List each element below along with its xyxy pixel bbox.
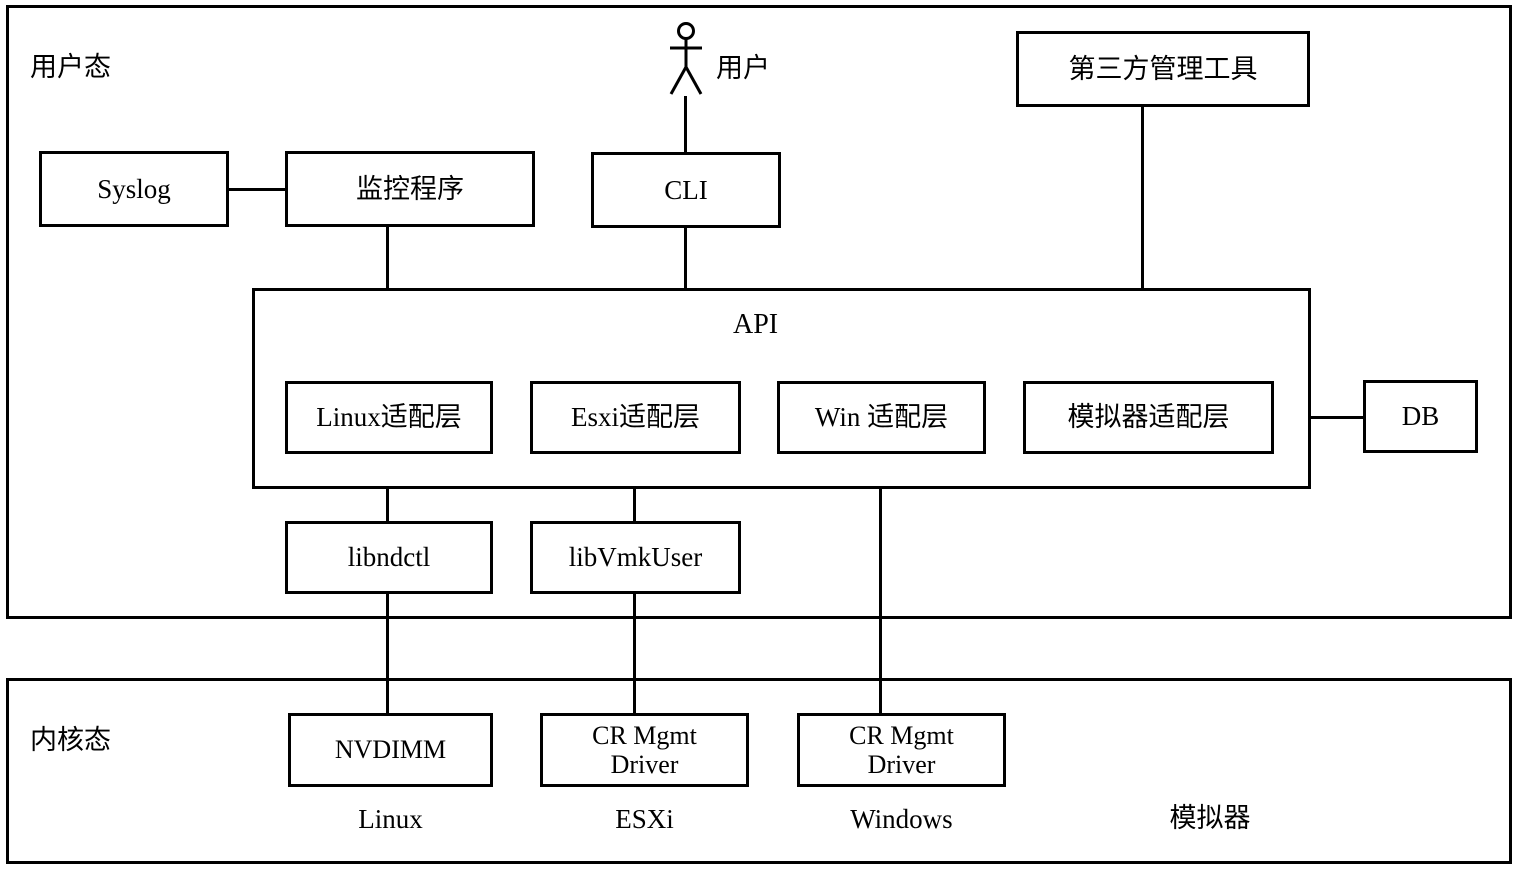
node-cr-mgmt-driver-esxi[interactable]: CR Mgmt Driver <box>540 713 749 787</box>
stick-figure-user-svg <box>669 22 703 95</box>
connector-libndctl-to-nvdimm <box>386 592 389 714</box>
node-win-adapter[interactable]: Win 适配层 <box>777 381 986 454</box>
connector-third-party-to-api <box>1141 107 1144 289</box>
platform-label-windows: Windows <box>850 804 953 834</box>
node-cr-mgmt-driver-esxi-line1: CR Mgmt <box>592 720 697 750</box>
stick-figure-user-icon <box>661 22 711 100</box>
node-win-adapter-label: Win 适配层 <box>814 402 949 433</box>
connector-monitor-to-api <box>386 227 389 289</box>
node-simulator-adapter[interactable]: 模拟器适配层 <box>1023 381 1274 454</box>
kernel-mode-zone <box>6 678 1512 864</box>
user-mode-zone <box>6 5 1512 619</box>
node-cli-label: CLI <box>664 174 708 205</box>
connector-user-to-cli <box>684 96 687 153</box>
node-cr-mgmt-driver-windows-line2: Driver <box>867 750 936 779</box>
node-db-label: DB <box>1401 401 1440 432</box>
node-syslog[interactable]: Syslog <box>39 151 229 227</box>
node-monitor-program-label: 监控程序 <box>356 173 464 204</box>
node-linux-adapter-label: Linux适配层 <box>316 402 462 433</box>
node-cli[interactable]: CLI <box>591 152 781 228</box>
node-simulator-adapter-label: 模拟器适配层 <box>1067 402 1230 433</box>
platform-label-esxi: ESXi <box>615 804 674 834</box>
connector-cli-to-api <box>684 228 687 289</box>
connector-api-to-db <box>1308 416 1366 419</box>
connector-libvmkuser-to-driver <box>633 592 636 714</box>
node-third-party-tool-label: 第三方管理工具 <box>1068 53 1258 84</box>
node-cr-mgmt-driver-windows-line1: CR Mgmt <box>849 720 954 750</box>
node-esxi-adapter-label: Esxi适配层 <box>570 402 700 433</box>
node-libndctl[interactable]: libndctl <box>285 521 493 594</box>
actor-label: 用户 <box>716 53 770 83</box>
node-nvdimm-label: NVDIMM <box>334 735 447 765</box>
api-title: API <box>733 309 779 340</box>
node-nvdimm[interactable]: NVDIMM <box>288 713 493 787</box>
platform-label-linux: Linux <box>358 804 423 834</box>
platform-label-simulator: 模拟器 <box>1169 803 1251 833</box>
connector-win-adapter-to-driver <box>879 452 882 714</box>
node-esxi-adapter[interactable]: Esxi适配层 <box>530 381 741 454</box>
node-linux-adapter[interactable]: Linux适配层 <box>285 381 493 454</box>
node-libndctl-label: libndctl <box>347 542 431 573</box>
node-libvmkuser[interactable]: libVmkUser <box>530 521 741 594</box>
node-db[interactable]: DB <box>1363 380 1478 453</box>
node-syslog-label: Syslog <box>97 173 171 204</box>
connector-syslog-to-monitor <box>229 188 288 191</box>
kernel-mode-zone-label: 内核态 <box>30 725 111 755</box>
node-cr-mgmt-driver-esxi-line2: Driver <box>610 750 679 779</box>
node-libvmkuser-label: libVmkUser <box>568 542 703 573</box>
node-monitor-program[interactable]: 监控程序 <box>285 151 535 227</box>
user-mode-zone-label: 用户态 <box>30 52 111 82</box>
node-third-party-tool[interactable]: 第三方管理工具 <box>1016 31 1310 107</box>
node-cr-mgmt-driver-windows[interactable]: CR Mgmt Driver <box>797 713 1006 787</box>
